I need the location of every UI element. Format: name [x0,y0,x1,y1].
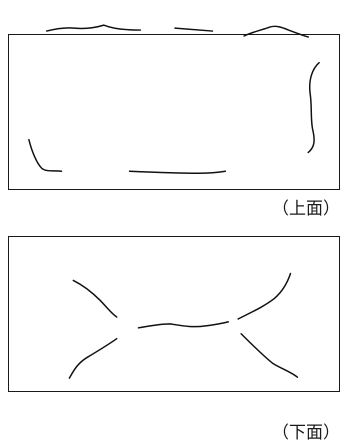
upper-left-diagonal-stroke [72,279,118,318]
bottom-edge-stroke [128,170,227,174]
right-edge-stroke [307,61,320,154]
upper-right-diagonal-stroke [237,272,292,320]
top-edge-stroke-left [45,24,142,32]
lower-right-diagonal-stroke [240,333,299,378]
bottom-surface-panel [8,236,340,392]
top-surface-panel [8,24,340,190]
bottom-surface-caption: （下面） [272,423,340,443]
center-horizontal-stroke [137,321,230,329]
top-surface-caption: （上面） [272,199,340,219]
top-surface-drawing [28,24,320,174]
bottom-left-corner-stroke [28,138,63,172]
lower-left-diagonal-stroke [68,337,118,379]
top-edge-stroke-right [243,25,309,38]
top-edge-stroke-middle [174,27,214,32]
bottom-surface-drawing [68,272,299,379]
